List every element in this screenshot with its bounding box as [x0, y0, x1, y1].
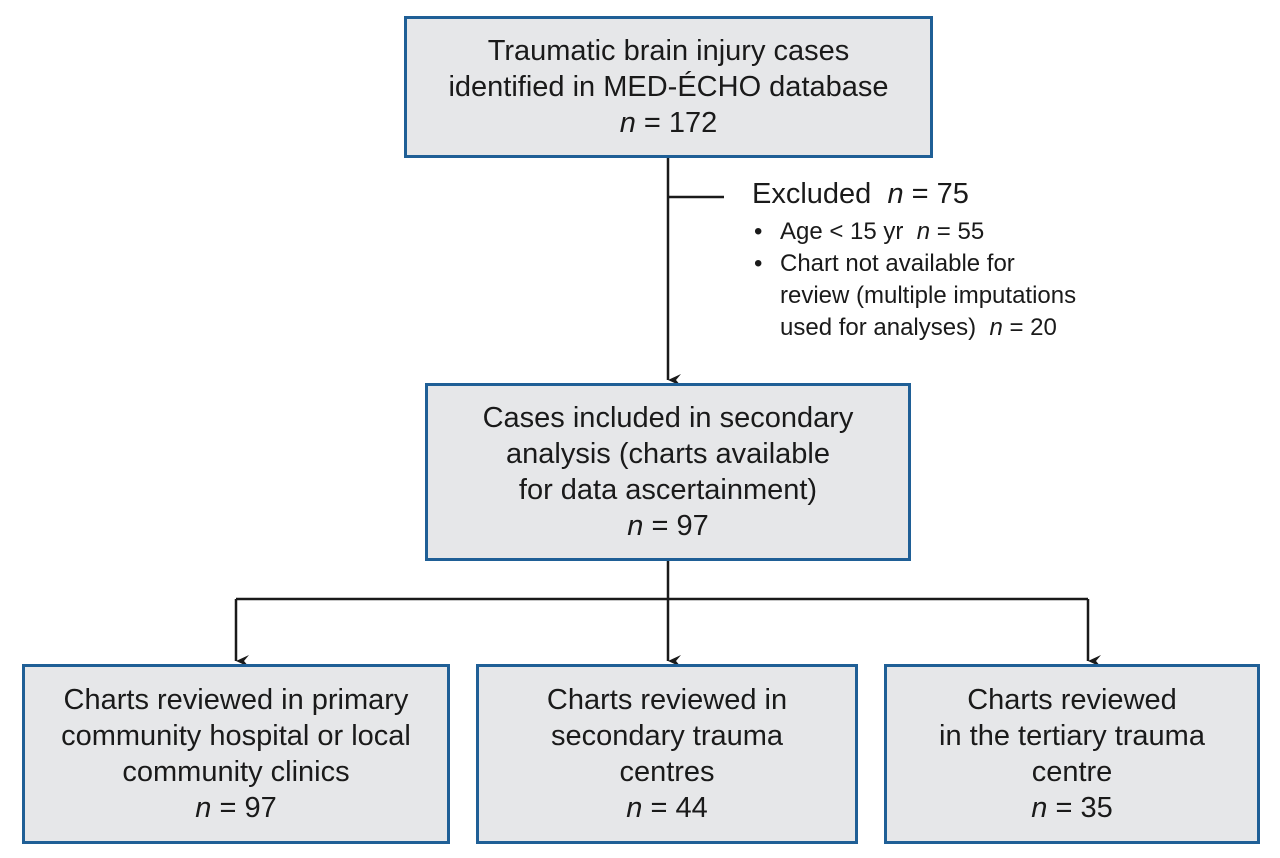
box-text-line: Cases included in secondary: [482, 402, 854, 434]
box-text-line: community hospital or local: [61, 720, 411, 752]
exclusion-reason-count: 20: [1030, 314, 1057, 341]
equals-sign: =: [903, 178, 937, 210]
equals-sign: =: [930, 218, 958, 245]
equals-sign: =: [1047, 792, 1081, 824]
n-symbol: n: [1031, 792, 1048, 824]
box-text-line: secondary trauma: [550, 720, 784, 752]
box-text-line: centre: [1031, 756, 1113, 788]
n-symbol: n: [887, 178, 904, 210]
n-symbol: n: [627, 510, 644, 542]
count-value: 172: [668, 107, 718, 139]
box-text-line: in the tertiary trauma: [939, 720, 1205, 752]
box-text-line: for data ascertainment): [518, 474, 818, 506]
equals-sign: =: [642, 792, 676, 824]
exclusion-reason-text: used for analyses): [780, 314, 977, 341]
box-text-line: Traumatic brain injury cases: [487, 35, 850, 67]
count-value: 97: [244, 792, 277, 824]
exclusion-reasons-list: • Age < 15 yr n = 55 • Chart not availab…: [752, 216, 1076, 344]
excluded-heading: Excluded n = 75: [752, 176, 1076, 212]
equals-sign: =: [643, 510, 677, 542]
box-count: n = 35: [1031, 790, 1112, 826]
n-symbol: n: [916, 218, 931, 245]
bullet: •: [754, 218, 763, 245]
box-secondary-trauma-charts: Charts reviewed in secondary trauma cent…: [476, 664, 858, 844]
box-count: n = 97: [627, 508, 708, 544]
exclusion-reason-text: Chart not available for: [780, 250, 1015, 277]
box-text-line: identified in MED-ÉCHO database: [448, 71, 889, 103]
equals-sign: =: [635, 107, 669, 139]
n-symbol: n: [195, 792, 212, 824]
count-value: 35: [1080, 792, 1113, 824]
box-count: n = 172: [620, 105, 718, 141]
exclusion-reason-chart-unavailable: • Chart not available for review (multip…: [752, 248, 1076, 344]
bullet: •: [754, 250, 763, 277]
box-text-line: community clinics: [122, 756, 350, 788]
exclusion-note: Excluded n = 75 • Age < 15 yr n = 55 • C…: [752, 176, 1076, 344]
exclusion-reason-text: Age < 15 yr: [780, 218, 904, 245]
n-symbol: n: [989, 314, 1003, 341]
exclusion-reason-age: • Age < 15 yr n = 55: [752, 216, 1076, 248]
exclusion-reason-text: review (multiple imputations: [780, 282, 1077, 309]
exclusion-reason-count: 55: [957, 218, 985, 245]
n-symbol: n: [619, 107, 636, 139]
box-count: n = 97: [195, 790, 276, 826]
box-tertiary-trauma-charts: Charts reviewed in the tertiary trauma c…: [884, 664, 1260, 844]
box-text-line: Charts reviewed: [967, 684, 1177, 716]
count-value: 97: [676, 510, 709, 542]
box-text-line: Charts reviewed in primary: [63, 684, 409, 716]
box-primary-community-charts: Charts reviewed in primary community hos…: [22, 664, 450, 844]
count-value: 44: [675, 792, 708, 824]
equals-sign: =: [1002, 314, 1031, 341]
box-text-line: analysis (charts available: [506, 438, 830, 470]
box-text-line: Charts reviewed in: [546, 684, 788, 716]
box-count: n = 44: [626, 790, 707, 826]
box-tbi-cases-identified: Traumatic brain injury cases identified …: [404, 16, 933, 158]
n-symbol: n: [626, 792, 643, 824]
excluded-label: Excluded: [752, 178, 872, 210]
equals-sign: =: [211, 792, 245, 824]
box-cases-included: Cases included in secondary analysis (ch…: [425, 383, 911, 561]
box-text-line: centres: [619, 756, 715, 788]
excluded-count: 75: [936, 178, 969, 210]
